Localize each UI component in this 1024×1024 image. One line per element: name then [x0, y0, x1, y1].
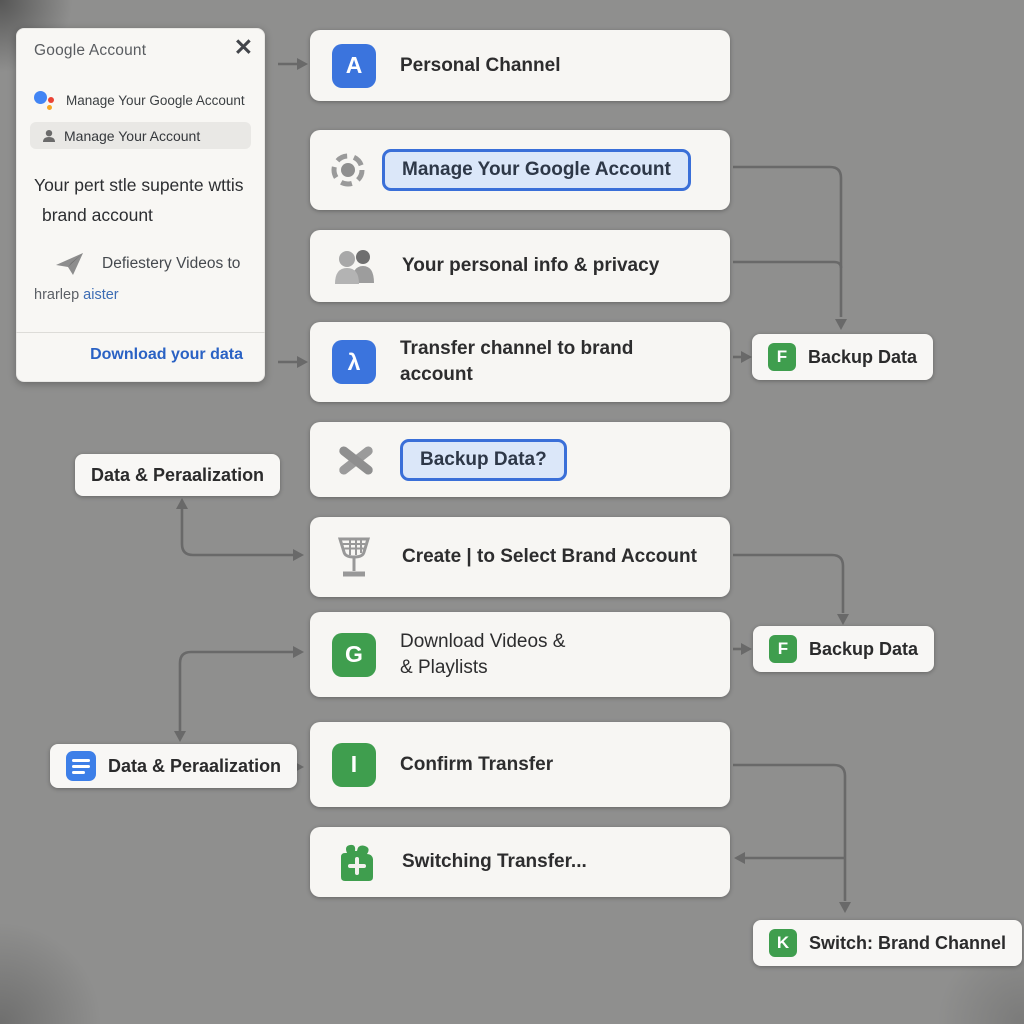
- manage-your-account-button[interactable]: Manage Your Account: [30, 122, 251, 149]
- manage-google-account-label: Manage Your Google Account: [66, 92, 245, 108]
- delivery-videos-row: Defiestery Videos to hrarlep aister: [34, 250, 260, 303]
- node-data-personalization-bottom[interactable]: Data & Peraalization: [50, 744, 298, 788]
- node-switch-brand-channel[interactable]: K Switch: Brand Channel: [753, 920, 1023, 966]
- crossed-bars-icon: [334, 438, 378, 482]
- backup-data-question-button[interactable]: Backup Data?: [400, 438, 567, 481]
- podium-icon: [337, 537, 371, 577]
- delivery-line2: hrarlep aister: [34, 287, 119, 303]
- delivery-line1: Defiestery Videos to: [102, 255, 241, 272]
- node-personal-channel[interactable]: A Personal Channel: [310, 30, 730, 101]
- panel-description: Your pert stle supente wttis brand accou…: [34, 175, 244, 225]
- node-backup-question[interactable]: Backup Data?: [310, 422, 730, 497]
- download-your-data-link[interactable]: Download your data: [90, 346, 243, 363]
- node-label: Download Videos & & Playlists: [400, 630, 566, 678]
- person-icon: [43, 129, 55, 142]
- letter-a-icon: A: [332, 43, 376, 88]
- node-label: Backup Data: [809, 638, 919, 659]
- document-lines-icon: [66, 751, 96, 781]
- google-account-panel: Google Account ✕ Manage Your Google Acco…: [16, 28, 265, 382]
- manage-google-account-menu-item[interactable]: Manage Your Google Account: [34, 88, 245, 112]
- node-transfer-channel[interactable]: λ Transfer channel to brand account: [310, 322, 730, 402]
- node-label: Transfer channel to brand account: [400, 338, 634, 385]
- node-label: Personal Channel: [400, 54, 561, 76]
- node-data-personalization-top[interactable]: Data & Peraalization: [75, 454, 281, 496]
- target-icon: [328, 150, 368, 190]
- panel-title: Google Account: [34, 42, 147, 59]
- node-label: Your personal info & privacy: [402, 255, 660, 277]
- send-icon: [56, 253, 83, 275]
- panel-divider: [16, 332, 265, 333]
- letter-lambda-icon: λ: [332, 340, 376, 384]
- people-icon: [335, 250, 374, 284]
- node-label: Create | to Select Brand Account: [402, 546, 697, 568]
- google-assistant-icon: [34, 88, 56, 112]
- puzzle-icon: [341, 844, 373, 881]
- node-label: Switching Transfer...: [402, 851, 587, 873]
- letter-g-icon: G: [332, 632, 376, 677]
- node-switching-transfer[interactable]: Switching Transfer...: [310, 827, 730, 897]
- letter-f-icon: F: [768, 343, 796, 371]
- close-icon[interactable]: ✕: [233, 34, 253, 60]
- node-personal-info-privacy[interactable]: Your personal info & privacy: [310, 230, 730, 302]
- node-backup-data-2[interactable]: F Backup Data: [753, 626, 935, 672]
- node-label: Data & Peraalization: [108, 755, 282, 776]
- node-download-videos[interactable]: G Download Videos & & Playlists: [310, 612, 730, 697]
- node-label: Confirm Transfer: [400, 753, 554, 775]
- node-label: Backup Data: [808, 346, 918, 367]
- node-create-select-brand[interactable]: Create | to Select Brand Account: [310, 517, 730, 597]
- node-confirm-transfer[interactable]: I Confirm Transfer: [310, 722, 730, 807]
- node-label: Switch: Brand Channel: [809, 932, 1007, 953]
- node-label: Data & Peraalization: [91, 464, 265, 485]
- node-manage-google-account[interactable]: Manage Your Google Account: [310, 130, 730, 210]
- letter-k-icon: K: [769, 929, 797, 957]
- letter-f-icon: F: [769, 635, 797, 663]
- manage-your-account-label: Manage Your Account: [64, 127, 201, 144]
- node-backup-data-1[interactable]: F Backup Data: [752, 334, 934, 380]
- manage-your-google-account-button[interactable]: Manage Your Google Account: [382, 149, 691, 191]
- letter-i-icon: I: [332, 742, 376, 787]
